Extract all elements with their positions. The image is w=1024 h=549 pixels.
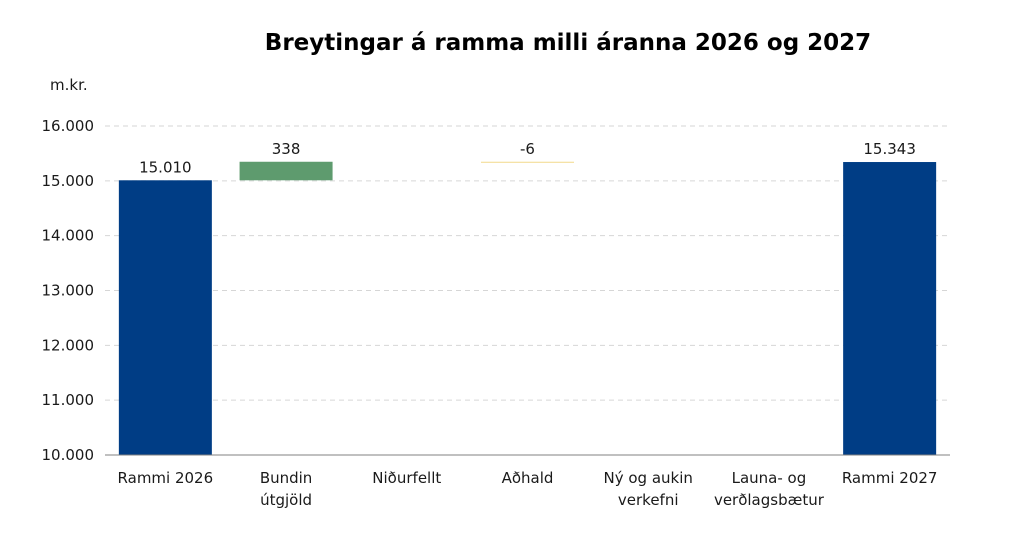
x-category-label-line: Bundin [260, 469, 313, 487]
y-tick-label: 11.000 [42, 391, 95, 409]
bar-total [118, 180, 212, 455]
x-category-label-line: verkefni [618, 491, 679, 509]
x-category-label: Rammi 2026 [118, 469, 214, 487]
y-tick-label: 13.000 [42, 282, 95, 300]
x-category-label-line: Rammi 2026 [118, 469, 214, 487]
x-category-label: Launa- og verðlagsbætur [714, 469, 825, 509]
bar-decrease [481, 161, 574, 163]
data-label: 15.010 [139, 158, 192, 176]
axes: 10.000 11.000 12.000 13.000 14.000 15.000 16.0… [42, 117, 950, 509]
y-tick-label: 12.000 [42, 336, 95, 354]
x-category-label: Niðurfellt [372, 469, 441, 487]
x-category-label: Ný og aukin verkefni [604, 469, 693, 509]
x-category-label-line: Aðhald [502, 469, 554, 487]
y-tick-label: 10.000 [42, 446, 95, 464]
x-category-label-line: verðlagsbætur [714, 491, 825, 509]
bar-total [843, 162, 937, 455]
x-category-label-line: Launa- og [732, 469, 807, 487]
x-category-label-line: Niðurfellt [372, 469, 441, 487]
x-category-label-line: útgjöld [260, 491, 312, 509]
x-category-label-line: Ný og aukin [604, 469, 693, 487]
gridlines [105, 125, 950, 401]
data-label: 338 [272, 140, 301, 158]
bars [118, 161, 937, 455]
y-tick-label: 15.000 [42, 172, 95, 190]
y-tick-label: 14.000 [42, 227, 95, 245]
data-label: 15.343 [863, 140, 916, 158]
x-category-label-line: Rammi 2027 [842, 469, 938, 487]
data-labels: 15.010 338 -6 15.343 [139, 140, 916, 177]
bar-increase [239, 161, 333, 181]
x-category-label: Aðhald [502, 469, 554, 487]
y-axis-label: m.kr. [50, 76, 88, 94]
x-category-label: Bundin útgjöld [260, 469, 313, 509]
y-tick-label: 16.000 [42, 117, 95, 135]
x-category-label: Rammi 2027 [842, 469, 938, 487]
data-label: -6 [520, 140, 535, 158]
chart-title: Breytingar á ramma milli áranna 2026 og … [265, 30, 871, 56]
